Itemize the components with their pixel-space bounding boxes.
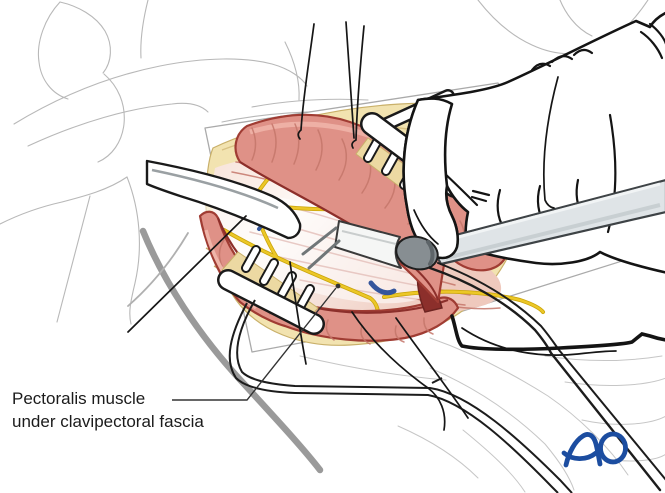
label-leader-dot bbox=[335, 283, 341, 289]
annotation-label: Pectoralis muscle under clavipectoral fa… bbox=[12, 283, 341, 431]
label-leader-line bbox=[172, 287, 337, 401]
suture-over-hand bbox=[543, 76, 559, 209]
drain-tube bbox=[127, 227, 324, 474]
label-line-1: Pectoralis muscle bbox=[12, 389, 145, 408]
sutures bbox=[127, 21, 617, 431]
label-line-2: under clavipectoral fascia bbox=[12, 412, 204, 431]
suction-tube bbox=[450, 314, 665, 352]
thumb bbox=[402, 97, 460, 260]
ao-logo bbox=[561, 431, 628, 468]
rake-retractor-bottom bbox=[217, 245, 573, 493]
pen-tip bbox=[301, 220, 439, 271]
langenbeck-retractor bbox=[145, 159, 302, 240]
